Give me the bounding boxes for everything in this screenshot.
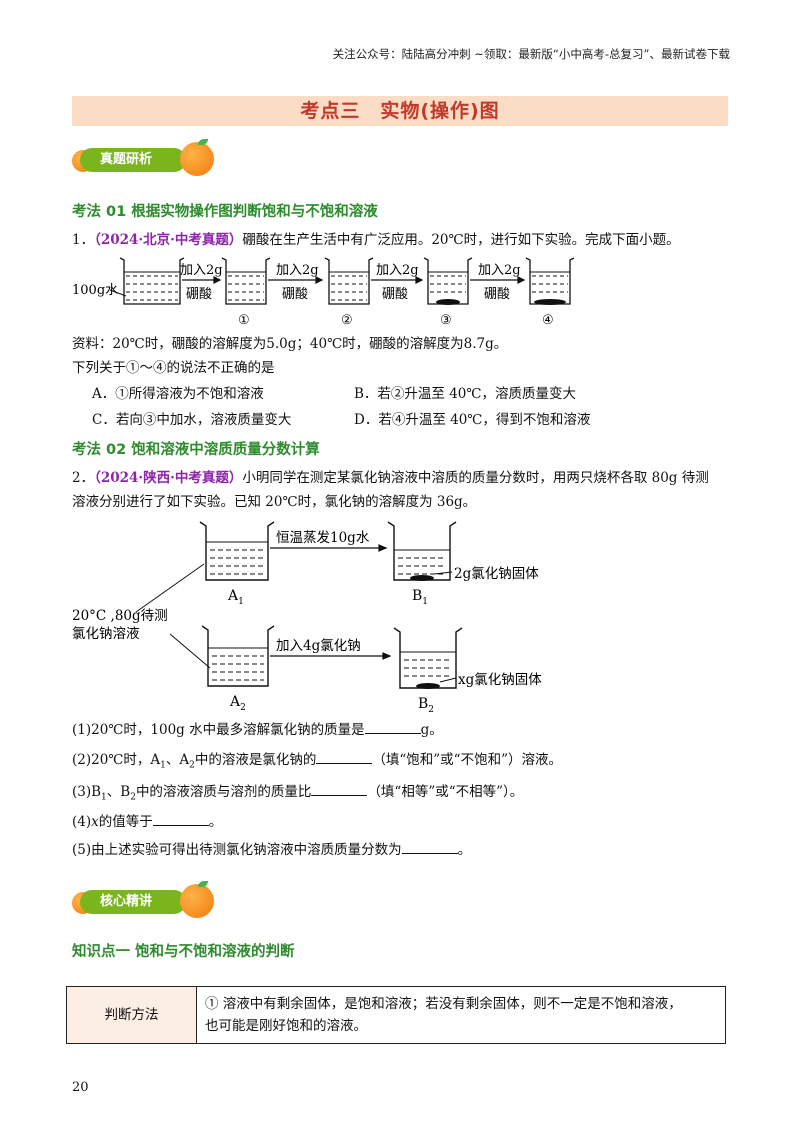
answer-blank[interactable]	[364, 722, 421, 734]
sub-question-text: 。	[457, 842, 472, 858]
badge-label: 核心精讲	[80, 890, 187, 914]
sub-question-text: (4)	[72, 814, 92, 830]
a1-symbol: A1	[150, 752, 166, 771]
sub-question-text: g。	[420, 722, 443, 738]
question-2-stem-2: 溶液分别进行了如下实验。已知 20℃时，氯化钠的溶解度为 36g。	[72, 494, 477, 510]
q1-option-d: D．若④升温至 40℃，得到不饱和溶液	[354, 412, 591, 428]
acid-label-2: 硼酸	[282, 287, 308, 302]
answer-blank[interactable]	[311, 784, 368, 796]
beaker-b1-label: B1	[412, 588, 428, 607]
q1-option-a: A．①所得溶液为不饱和溶液	[92, 386, 264, 402]
beaker-diagram-1: 100g水 加入2g 硼酸 加入2g 硼酸 加入2g 硼酸 加入2g 硼酸 ① …	[72, 257, 575, 328]
page-header: 关注公众号：陆陆高分冲刺 ~领取：最新版“小中高考-总复习”、最新试卷下载	[332, 47, 730, 61]
beaker-a1-label: A1	[227, 588, 244, 607]
page-number: 20	[72, 1080, 89, 1095]
variable-x: x	[91, 814, 99, 830]
sub-question-text: 的值等于	[98, 814, 153, 830]
question-1-stem: 1．（2024·北京·中考真题）硼酸在生产生活中有广泛应用。20℃时，进行如下实…	[72, 230, 680, 250]
badge-label: 真题研析	[80, 148, 187, 172]
add-nacl-label: 加入4g氯化钠	[276, 638, 361, 654]
acid-label-4: 硼酸	[484, 287, 510, 302]
beaker-a2-label: A2	[229, 694, 246, 712]
q1-info: 资料：20℃时，硼酸的溶解度为5.0g；40℃时，硼酸的溶解度为8.7g。	[72, 336, 508, 352]
answer-blank[interactable]	[316, 752, 373, 764]
orange-icon	[180, 884, 214, 918]
answer-blank[interactable]	[152, 814, 209, 826]
q1-option-b: B．若②升温至 40℃，溶质质量变大	[354, 386, 576, 402]
sub-question-text: 中的溶液溶质与溶剂的质量比	[135, 784, 312, 800]
question-source: （2024·陕西·中考真题）	[94, 470, 243, 486]
table-head-cell: 判断方法	[66, 986, 197, 1044]
q2-sub-5: (5)由上述实验可得出待测氯化钠溶液中溶质质量分数为 。	[72, 840, 471, 860]
question-text: 小明同学在测定某氯化钠溶液中溶质的质量分数时，用两只烧杯各取 80g 待测	[242, 470, 709, 486]
add-label-3: 加入2g	[376, 263, 419, 278]
leaf-icon	[198, 881, 208, 887]
beaker-diagram-2: 恒温蒸发10g水 2g氯化钠固体 20°C ,80g待测 氯化钠溶液 加入4g氯…	[72, 521, 542, 712]
solution-label-2: 氯化钠溶液	[72, 626, 140, 642]
sub-question-text: （填“饱和”或“不饱和”）溶液。	[372, 752, 562, 768]
q2-sub-1: (1)20℃时，100g 水中最多溶解氯化钠的质量是 g。	[72, 720, 443, 740]
question-2-stem-1: 2．（2024·陕西·中考真题）小明同学在测定某氯化钠溶液中溶质的质量分数时，用…	[72, 468, 709, 488]
solid-label-bottom: xg氯化钠固体	[458, 672, 542, 688]
q2-sub-2: (2)20℃时，A1、A2中的溶液是氯化钠的 （填“饱和”或“不饱和”）溶液。	[72, 750, 562, 776]
acid-label-1: 硼酸	[186, 287, 212, 302]
sub-question-text: 中的溶液是氯化钠的	[194, 752, 317, 768]
q2-sub-4: (4)x的值等于 。	[72, 812, 222, 832]
evaporate-label: 恒温蒸发10g水	[276, 530, 370, 546]
beaker-label-4: ④	[542, 313, 554, 328]
leaf-icon	[198, 139, 208, 145]
topic-title: 考点三 实物(操作)图	[72, 96, 728, 126]
table-content-cell: ① 溶液中有剩余固体，是饱和溶液；若没有剩余固体，则不一定是不饱和溶液， 也可能…	[196, 986, 726, 1044]
sub-question-text: （填“相等”或“不相等”）。	[367, 784, 524, 800]
sub-question-text: (3)	[72, 784, 92, 800]
acid-label-3: 硼酸	[382, 287, 408, 302]
question-number: 1．	[72, 232, 95, 248]
beaker-label-3: ③	[440, 313, 452, 328]
beaker-label-1: ①	[238, 313, 250, 328]
solid-label-top: 2g氯化钠固体	[454, 566, 539, 582]
q2-sub-3: (3)B1、B2中的溶液溶质与溶剂的质量比 （填“相等”或“不相等”）。	[72, 782, 523, 808]
answer-blank[interactable]	[401, 842, 458, 854]
add-label-1: 加入2g	[180, 263, 223, 278]
q1-option-c: C．若向③中加水，溶液质量变大	[92, 412, 292, 428]
table-row: 判断方法 ① 溶液中有剩余固体，是饱和溶液；若没有剩余固体，则不一定是不饱和溶液…	[66, 986, 726, 1044]
sub-question-text: (5)由上述实验可得出待测氯化钠溶液中溶质质量分数为	[72, 842, 402, 858]
sub-question-text: 、	[165, 752, 180, 768]
section-heading-1: 考法 01 根据实物操作图判断饱和与不饱和溶液	[72, 204, 378, 220]
sub-question-text: (1)20℃时，100g 水中最多溶解氯化钠的质量是	[72, 722, 365, 738]
sub-question-text: (2)20℃时，	[72, 752, 151, 768]
beaker-b2-label: B2	[418, 696, 434, 712]
beaker-label-2: ②	[341, 313, 353, 328]
solution-label-1: 20°C ,80g待测	[72, 608, 168, 624]
badge-real-exam: 真题研析	[72, 139, 222, 176]
add-label-2: 加入2g	[276, 263, 319, 278]
b2-symbol: B2	[120, 784, 136, 803]
sub-question-text: 、	[106, 784, 121, 800]
badge-core-lecture: 核心精讲	[72, 881, 222, 918]
add-label-4: 加入2g	[478, 263, 521, 278]
orange-icon	[180, 142, 214, 176]
table-line: ① 溶液中有剩余固体，是饱和溶液；若没有剩余固体，则不一定是不饱和溶液，	[205, 996, 682, 1012]
section-heading-2: 考法 02 饱和溶液中溶质质量分数计算	[72, 442, 320, 458]
knowledge-table: 判断方法 ① 溶液中有剩余固体，是饱和溶液；若没有剩余固体，则不一定是不饱和溶液…	[66, 986, 726, 1044]
question-source: （2024·北京·中考真题）	[94, 232, 243, 248]
question-text: 硼酸在生产生活中有广泛应用。20℃时，进行如下实验。完成下面小题。	[242, 232, 680, 248]
table-line: 也可能是刚好饱和的溶液。	[205, 1018, 367, 1034]
a2-symbol: A2	[179, 752, 195, 771]
b1-symbol: B1	[91, 784, 107, 803]
section-heading-3: 知识点一 饱和与不饱和溶液的判断	[72, 944, 295, 960]
water-label: 100g水	[72, 283, 118, 298]
q1-ask: 下列关于①～④的说法不正确的是	[72, 360, 275, 376]
question-number: 2．	[72, 470, 95, 486]
sub-question-text: 。	[208, 814, 223, 830]
